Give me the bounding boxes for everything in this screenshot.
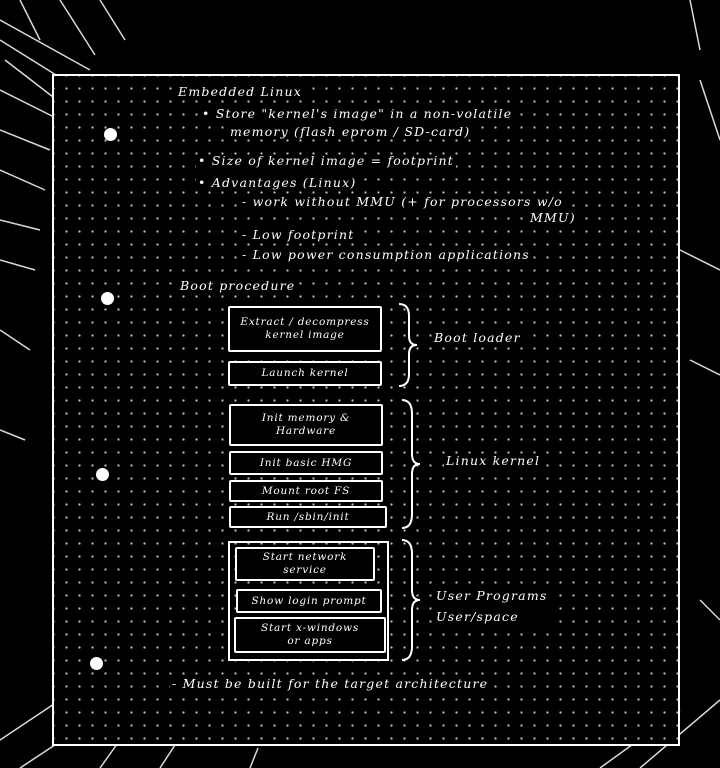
binder-hole xyxy=(104,128,117,141)
sub-bullet-text: - work without MMU (+ for processors w/o xyxy=(240,194,565,209)
binder-hole xyxy=(101,292,114,305)
page-title: Embedded Linux xyxy=(176,84,305,99)
kernel-step: Init basic HMG xyxy=(229,451,383,475)
bootloader-step: Extract / decompress kernel image xyxy=(228,306,382,352)
kernel-step: Run /sbin/init xyxy=(229,506,387,528)
kernel-label: Linux kernel xyxy=(444,453,543,468)
binder-hole xyxy=(90,657,103,670)
user-step: Show login prompt xyxy=(236,589,382,613)
user-programs-label: User Programs User/space xyxy=(434,585,550,628)
user-programs-group xyxy=(228,541,389,661)
sub-bullet-text: - Low footprint xyxy=(240,227,357,242)
bootloader-brace xyxy=(398,303,418,387)
bullet-text: • Advantages (Linux) xyxy=(196,175,359,190)
bootloader-step: Launch kernel xyxy=(228,361,382,386)
bullet-text: • Size of kernel image = footprint xyxy=(196,153,457,168)
bullet-text: • Store "kernel's image" in a non-volati… xyxy=(200,106,515,121)
boot-procedure-heading: Boot procedure xyxy=(178,278,298,293)
kernel-brace xyxy=(401,399,421,529)
bootloader-label: Boot loader xyxy=(432,330,523,345)
sub-bullet-continuation: MMU) xyxy=(528,210,578,225)
user-step: Start x-windows or apps xyxy=(234,617,386,653)
bullet-continuation: memory (flash eprom / SD-card) xyxy=(228,124,473,139)
user-step: Start network service xyxy=(235,547,375,581)
kernel-step: Init memory & Hardware xyxy=(229,404,383,446)
kernel-step: Mount root FS xyxy=(229,480,383,502)
footer-note: - Must be built for the target architect… xyxy=(170,676,491,691)
sub-bullet-text: - Low power consumption applications xyxy=(240,247,532,262)
user-programs-brace xyxy=(401,539,421,661)
binder-hole xyxy=(96,468,109,481)
